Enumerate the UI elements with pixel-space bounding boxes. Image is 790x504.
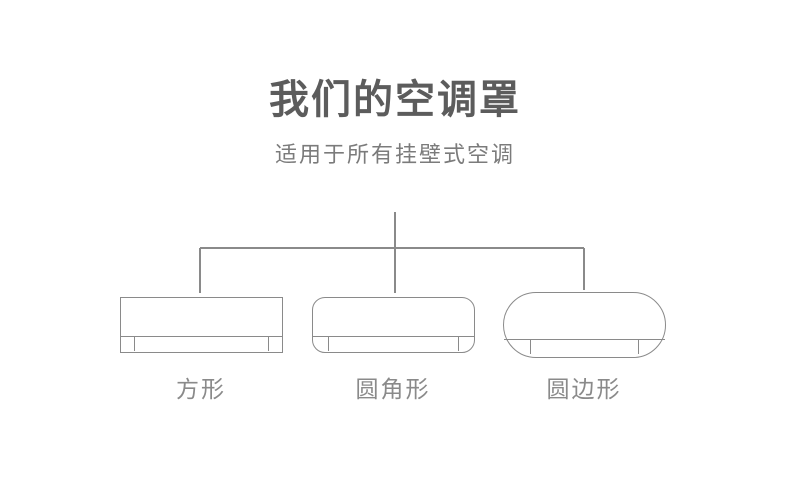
louvre-panel [134, 336, 269, 351]
louvre-panel [530, 339, 639, 354]
rounded-edge-ac-cover[interactable] [503, 292, 666, 358]
page-title: 我们的空调罩 [269, 78, 521, 122]
caption-rounded-corner: 圆角形 [355, 376, 431, 402]
shape-captions: 方形 圆角形 圆边形 [0, 372, 790, 406]
rounded-corner-ac-cover[interactable] [312, 297, 475, 353]
page-subtitle: 适用于所有挂壁式空调 [274, 142, 515, 167]
shapes-row [0, 290, 790, 360]
heading-block: 我们的空调罩 适用于所有挂壁式空调 [0, 74, 790, 170]
caption-square: 方形 [176, 376, 226, 402]
louvre-panel [328, 336, 459, 351]
square-ac-cover[interactable] [120, 297, 283, 353]
caption-rounded-edge: 圆边形 [546, 376, 622, 402]
